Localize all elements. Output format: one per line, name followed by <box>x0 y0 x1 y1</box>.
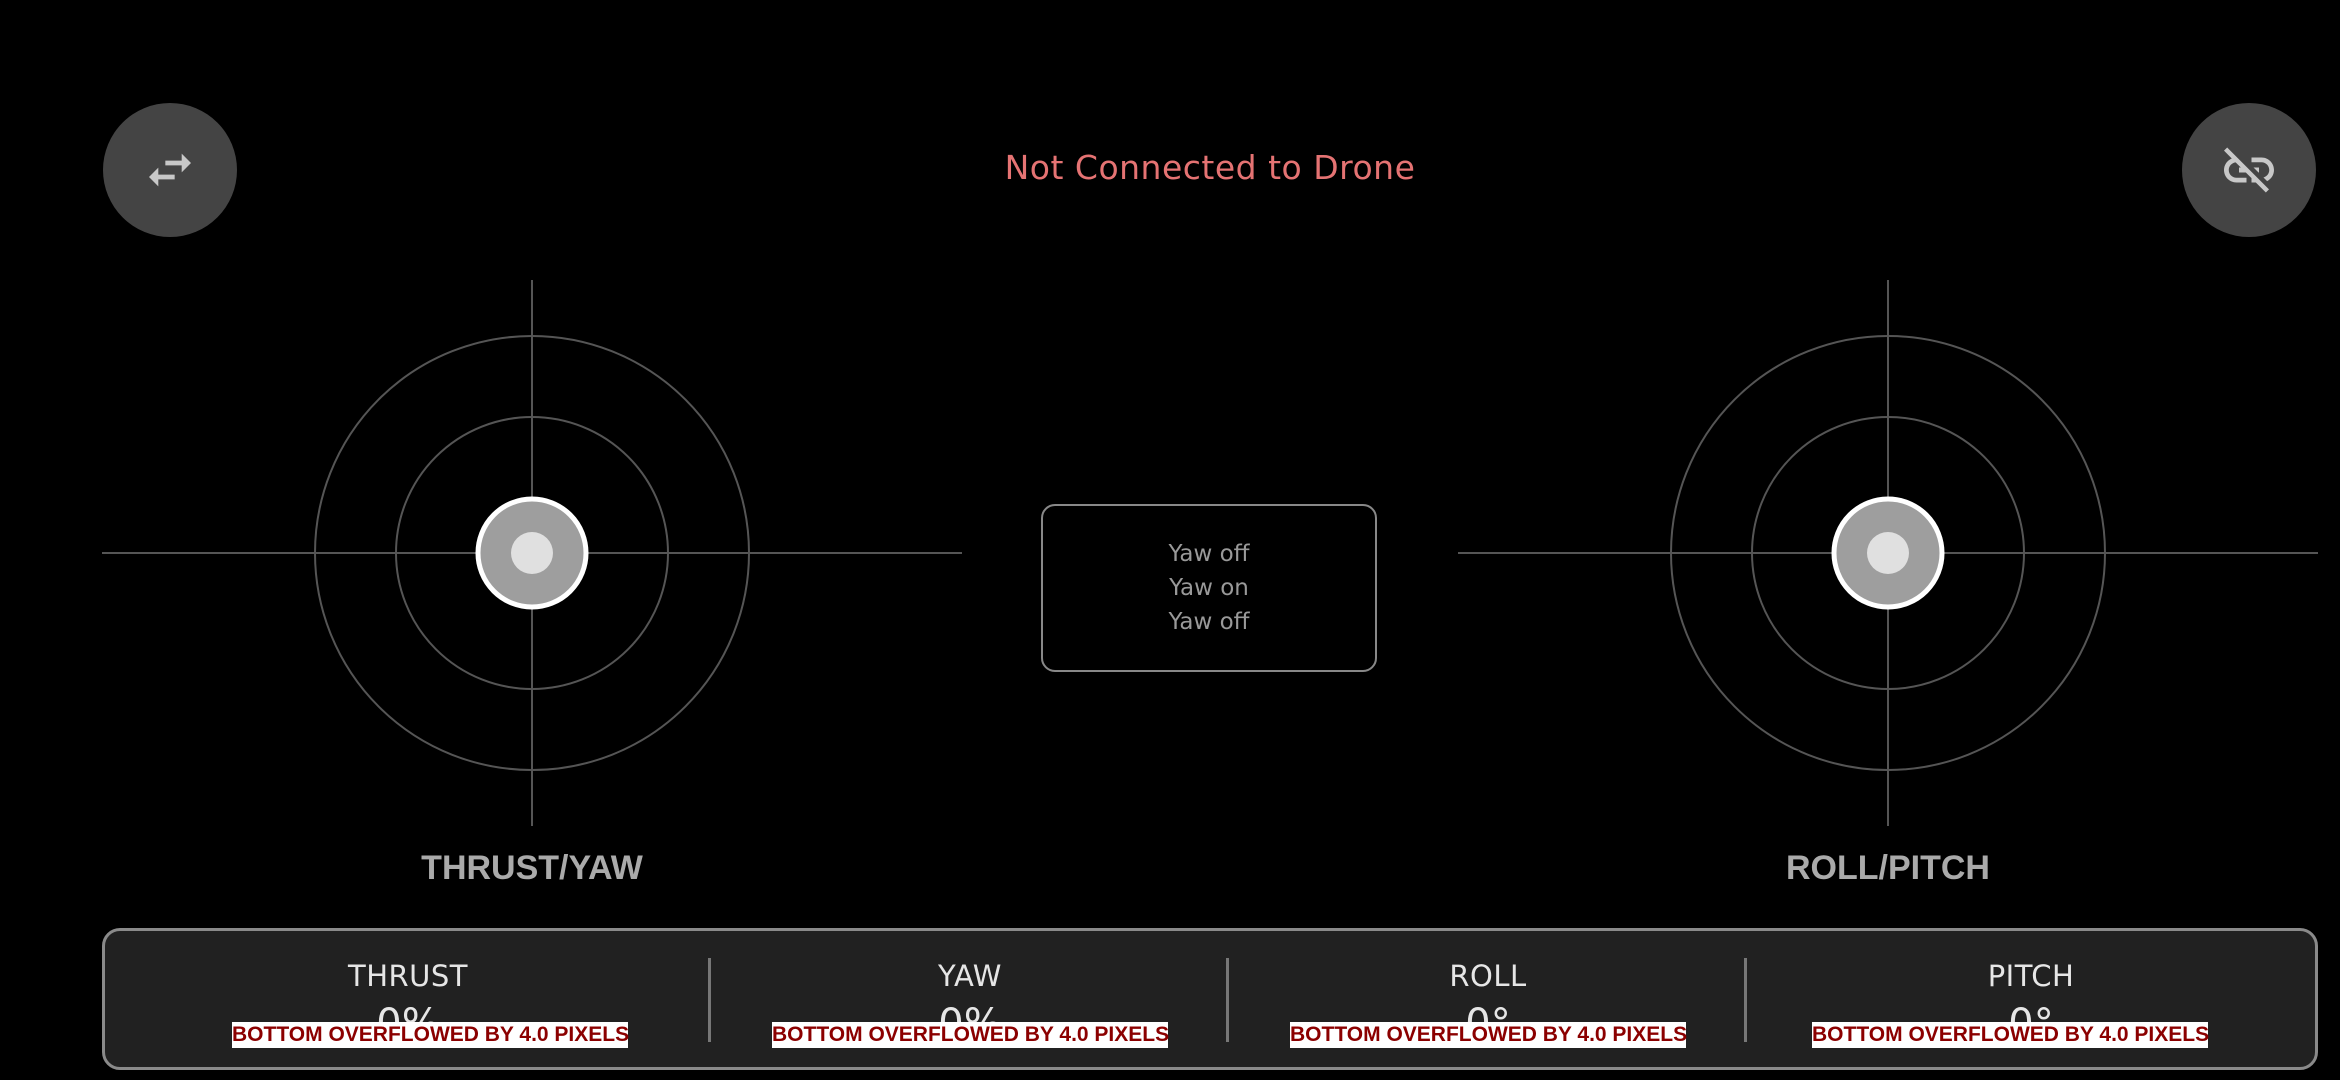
telemetry-panel: THRUST 0% BOTTOM OVERFLOWED BY 4.0 PIXEL… <box>102 928 2318 1070</box>
pitch-readout: PITCH 0° BOTTOM OVERFLOWED BY 4.0 PIXELS <box>1747 931 2315 1067</box>
thrust-yaw-label: THRUST/YAW <box>421 849 643 887</box>
thrust-readout: THRUST 0% BOTTOM OVERFLOWED BY 4.0 PIXEL… <box>105 931 711 1067</box>
overflow-warning-banner: BOTTOM OVERFLOWED BY 4.0 PIXELS <box>772 1022 1170 1048</box>
roll-readout: ROLL 0° BOTTOM OVERFLOWED BY 4.0 PIXELS <box>1229 931 1747 1067</box>
thrust-yaw-stick-knob[interactable] <box>475 496 589 610</box>
yaw-log-box: Yaw off Yaw on Yaw off <box>1041 504 1377 672</box>
swap-controls-button[interactable] <box>103 103 237 237</box>
yaw-readout: YAW 0% BOTTOM OVERFLOWED BY 4.0 PIXELS <box>711 931 1229 1067</box>
overflow-warning-banner: BOTTOM OVERFLOWED BY 4.0 PIXELS <box>1290 1022 1688 1048</box>
roll-pitch-joystick[interactable] <box>1458 280 2318 826</box>
thrust-title: THRUST <box>347 959 469 993</box>
telemetry-divider <box>708 958 711 1042</box>
yaw-log-line: Yaw on <box>1169 575 1249 601</box>
thrust-yaw-joystick[interactable] <box>102 280 962 826</box>
telemetry-divider <box>1744 958 1747 1042</box>
overflow-warning-banner: BOTTOM OVERFLOWED BY 4.0 PIXELS <box>1812 1022 2210 1048</box>
roll-pitch-stick-knob[interactable] <box>1831 496 1945 610</box>
roll-pitch-label: ROLL/PITCH <box>1786 849 1990 887</box>
connection-status: Not Connected to Drone <box>1004 148 1416 187</box>
telemetry-divider <box>1226 958 1229 1042</box>
connect-drone-button[interactable] <box>2182 103 2316 237</box>
link-off-icon <box>2224 147 2274 193</box>
yaw-log-line: Yaw off <box>1168 609 1250 635</box>
roll-title: ROLL <box>1449 959 1527 993</box>
swap-arrows-icon <box>149 153 191 187</box>
yaw-title: YAW <box>938 959 1002 993</box>
overflow-warning-banner: BOTTOM OVERFLOWED BY 4.0 PIXELS <box>232 1022 630 1048</box>
yaw-log-line: Yaw off <box>1168 541 1250 567</box>
pitch-title: PITCH <box>1987 959 2075 993</box>
